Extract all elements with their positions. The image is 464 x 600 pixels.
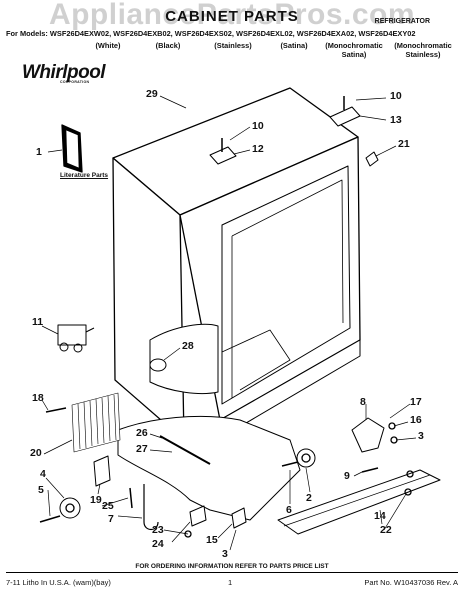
page-number: 1	[228, 578, 233, 587]
callout-9: 9	[344, 470, 350, 482]
callout-28: 28	[182, 340, 194, 352]
callout-10b: 10	[252, 120, 264, 132]
callout-21: 21	[398, 138, 410, 150]
callout-14: 14	[374, 510, 386, 522]
callout-18: 18	[32, 392, 44, 404]
callout-6: 6	[286, 504, 292, 516]
category-label: REFRIGERATOR	[374, 18, 430, 25]
models-line: For Models: WSF26D4EXW02, WSF26D4EXB02, …	[6, 29, 416, 38]
callout-4: 4	[40, 468, 46, 480]
ordering-info: FOR ORDERING INFORMATION REFER TO PARTS …	[135, 563, 329, 570]
callout-23: 23	[152, 524, 164, 536]
callout-10: 10	[390, 90, 402, 102]
cabinet-opening	[221, 165, 351, 405]
callout-2: 2	[306, 492, 312, 504]
callout-16: 16	[410, 414, 422, 426]
callout-13: 13	[390, 114, 402, 126]
whirlpool-logo: Whirlpool	[22, 62, 106, 83]
callout-11: 11	[32, 316, 44, 328]
callout-19: 19	[90, 494, 102, 506]
callout-22: 22	[380, 524, 392, 536]
literature-parts-label: Literature Parts	[60, 172, 109, 179]
part-number: Part No. W10437036 Rev. A	[364, 578, 458, 587]
callout-26: 26	[136, 427, 148, 439]
callout-7: 7	[108, 513, 114, 525]
callout-24: 24	[152, 538, 164, 550]
callout-12: 12	[252, 143, 264, 155]
callout-27: 27	[136, 443, 148, 455]
footer-divider	[6, 572, 458, 573]
callout-15: 15	[206, 534, 218, 546]
callout-20: 20	[30, 447, 42, 459]
callout-3b: 3	[222, 548, 228, 560]
variant-black: (Black)	[155, 41, 181, 50]
callout-25: 25	[102, 500, 114, 512]
callout-5: 5	[38, 484, 44, 496]
variant-stainless: (Stainless)	[214, 41, 252, 50]
callout-3: 3	[418, 430, 424, 442]
watermark: AppliancePartsPros.com	[48, 0, 416, 31]
variant-white: (White)	[95, 41, 121, 50]
logo-sub: CORPORATION	[60, 80, 90, 84]
callout-17: 17	[410, 396, 422, 408]
callout-1: 1	[36, 146, 42, 158]
litho-info: 7-11 Litho In U.S.A. (wam)(bay)	[6, 578, 111, 587]
variant-satina: (Satina)	[280, 41, 308, 50]
page-title: CABINET PARTS	[165, 8, 299, 25]
callout-8: 8	[360, 396, 366, 408]
callout-29: 29	[146, 88, 158, 100]
